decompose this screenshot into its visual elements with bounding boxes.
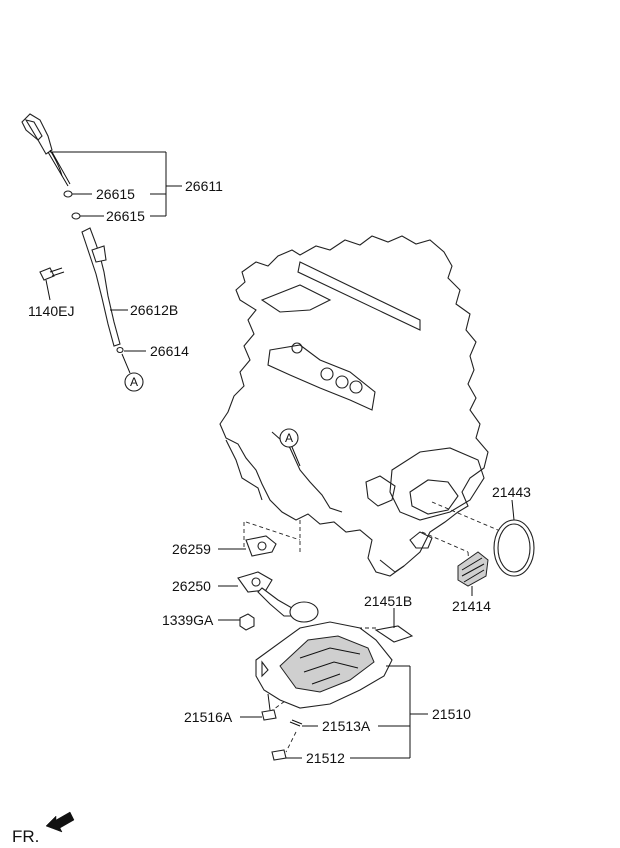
front-orientation: FR. bbox=[12, 811, 75, 846]
nut-1339ga bbox=[239, 613, 255, 631]
cover-21414 bbox=[457, 551, 489, 587]
part-labels: 26611 26615 26615 1140EJ 26612B 26614 26… bbox=[28, 178, 531, 766]
bolt-1140ej bbox=[39, 267, 65, 281]
label-1339ga: 1339GA bbox=[162, 612, 214, 628]
callout-a-engine: A bbox=[279, 428, 301, 467]
fr-label: FR. bbox=[12, 827, 39, 846]
leader-lines bbox=[45, 151, 515, 759]
label-21451b: 21451B bbox=[364, 593, 412, 609]
drain-plug-21512 bbox=[271, 719, 303, 761]
arrow-icon bbox=[45, 811, 75, 833]
baffle-21451b bbox=[374, 625, 414, 643]
dipstick-o-rings bbox=[63, 190, 81, 220]
label-1140ej: 1140EJ bbox=[28, 303, 74, 319]
label-26259: 26259 bbox=[172, 541, 211, 557]
label-21510: 21510 bbox=[432, 706, 471, 722]
label-26250: 26250 bbox=[172, 578, 211, 594]
label-21414: 21414 bbox=[452, 598, 491, 614]
gasket-26259 bbox=[245, 535, 277, 557]
label-21513a: 21513A bbox=[322, 718, 371, 734]
label-21516a: 21516A bbox=[184, 709, 233, 725]
label-26614: 26614 bbox=[150, 343, 189, 359]
oil-pan-21510 bbox=[255, 621, 393, 709]
callout-a-dipstick: A bbox=[121, 353, 144, 392]
label-21512: 21512 bbox=[306, 750, 345, 766]
callout-a-label: A bbox=[285, 431, 293, 445]
label-21443: 21443 bbox=[492, 484, 531, 500]
seal-21443 bbox=[493, 519, 535, 577]
dashed-leaders bbox=[243, 501, 513, 753]
engine-block bbox=[219, 235, 489, 577]
label-26612b: 26612B bbox=[130, 302, 178, 318]
label-26615: 26615 bbox=[106, 208, 145, 224]
dipstick-guide-tube bbox=[81, 227, 124, 354]
callout-a-label: A bbox=[130, 375, 138, 389]
label-26611: 26611 bbox=[185, 178, 223, 194]
oil-strainer-26250 bbox=[237, 571, 319, 623]
bolt-21516a bbox=[261, 693, 277, 721]
dipstick-icon bbox=[21, 113, 71, 187]
label-26615: 26615 bbox=[96, 186, 135, 202]
